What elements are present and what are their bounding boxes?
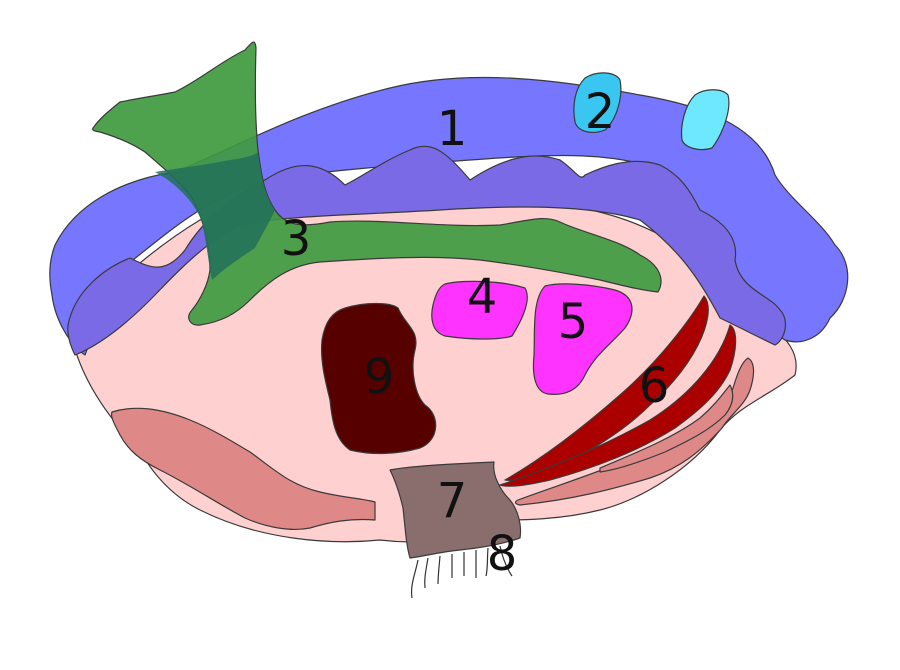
pink-rim-right-inner: [599, 384, 734, 473]
red-strand-inner: [499, 324, 737, 487]
cyan-spot-left: [573, 72, 622, 133]
stalk-region-7: [389, 461, 522, 559]
label-3: 3: [281, 211, 312, 267]
pink-rim-left: [110, 407, 376, 530]
rootlets: [410, 545, 513, 599]
label-8: 8: [487, 526, 518, 582]
label-4: 4: [467, 269, 498, 325]
dark-mass-region-9: [320, 302, 437, 455]
cyan-spot-right: [680, 89, 730, 151]
label-5: 5: [558, 294, 589, 350]
label-2: 2: [585, 84, 616, 140]
label-9: 9: [364, 349, 395, 405]
label-6: 6: [639, 358, 670, 414]
green-overlap-region: [155, 152, 275, 280]
magenta-region-4: [431, 280, 528, 340]
label-1: 1: [437, 101, 468, 157]
magenta-region-5: [532, 283, 633, 395]
label-7: 7: [437, 473, 468, 529]
